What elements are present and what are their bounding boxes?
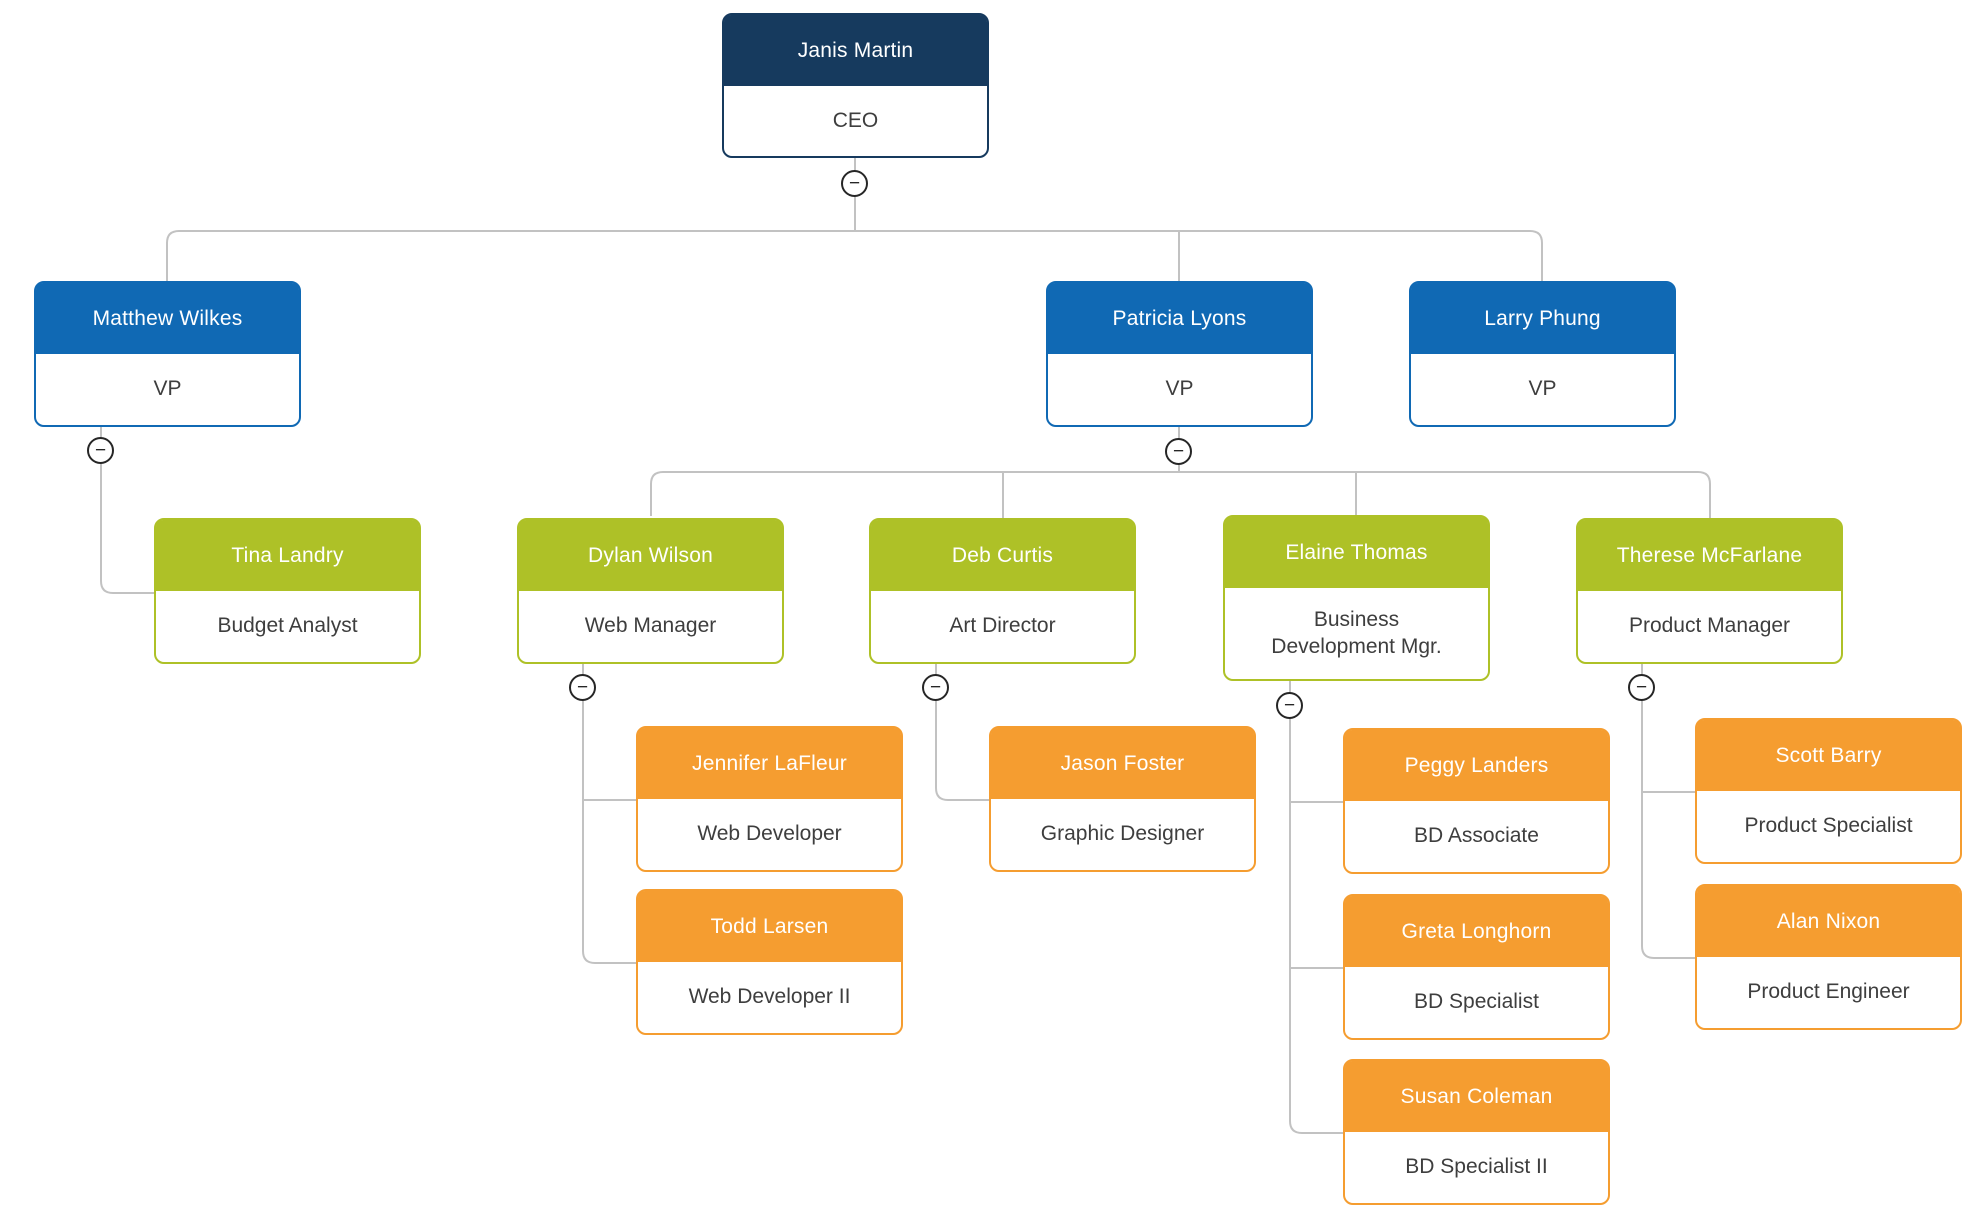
collapse-minus-icon: − — [1283, 694, 1296, 716]
collapse-button-patricia-lyons[interactable]: − — [1165, 438, 1192, 465]
org-node-larry-phung[interactable]: Larry Phung VP — [1409, 281, 1676, 427]
node-name: Tina Landry — [156, 520, 419, 591]
node-name: Patricia Lyons — [1048, 283, 1311, 354]
node-title: BD Associate — [1414, 824, 1539, 848]
node-name: Elaine Thomas — [1225, 517, 1488, 588]
org-node-therese-mcfarlane[interactable]: Therese McFarlane Product Manager — [1576, 518, 1843, 664]
node-title: VP — [153, 377, 182, 401]
org-node-matthew-wilkes[interactable]: Matthew Wilkes VP — [34, 281, 301, 427]
node-title: Graphic Designer — [1040, 822, 1205, 846]
org-node-tina-landry[interactable]: Tina Landry Budget Analyst — [154, 518, 421, 664]
collapse-minus-icon: − — [929, 676, 942, 698]
collapse-minus-icon: − — [94, 439, 107, 461]
node-title: Product Engineer — [1747, 980, 1910, 1004]
node-name: Jason Foster — [991, 728, 1254, 799]
node-title: Art Director — [949, 614, 1056, 638]
node-title: Product Specialist — [1744, 814, 1913, 838]
node-title: Web Manager — [584, 614, 717, 638]
collapse-button-janis-martin[interactable]: − — [841, 170, 868, 197]
org-node-todd-larsen[interactable]: Todd Larsen Web Developer II — [636, 889, 903, 1035]
node-name: Peggy Landers — [1345, 730, 1608, 801]
connector-ceo-children-bus — [166, 230, 1543, 281]
node-name: Susan Coleman — [1345, 1061, 1608, 1132]
connector-elaine-stem-susan — [1289, 681, 1343, 1134]
collapse-button-deb-curtis[interactable]: − — [922, 674, 949, 701]
org-node-alan-nixon[interactable]: Alan Nixon Product Engineer — [1695, 884, 1962, 1030]
collapse-button-elaine-thomas[interactable]: − — [1276, 692, 1303, 719]
node-title: BD Specialist — [1414, 990, 1539, 1014]
org-node-dylan-wilson[interactable]: Dylan Wilson Web Manager — [517, 518, 784, 664]
org-node-patricia-lyons[interactable]: Patricia Lyons VP — [1046, 281, 1313, 427]
node-title: BD Specialist II — [1405, 1155, 1548, 1179]
node-name: Todd Larsen — [638, 891, 901, 962]
node-name: Jennifer LaFleur — [638, 728, 901, 799]
node-name: Deb Curtis — [871, 520, 1134, 591]
node-title: Budget Analyst — [217, 614, 358, 638]
node-title: Web Developer — [697, 822, 842, 846]
connector-dylan-stem-todd — [582, 664, 636, 964]
connector-deb-stem-jason — [935, 664, 989, 801]
node-title: VP — [1165, 377, 1194, 401]
collapse-button-matthew-wilkes[interactable]: − — [87, 437, 114, 464]
collapse-minus-icon: − — [576, 676, 589, 698]
org-node-jennifer-lafleur[interactable]: Jennifer LaFleur Web Developer — [636, 726, 903, 872]
node-title: VP — [1528, 377, 1557, 401]
org-node-janis-martin[interactable]: Janis Martin CEO — [722, 13, 989, 158]
node-name: Dylan Wilson — [519, 520, 782, 591]
collapse-button-dylan-wilson[interactable]: − — [569, 674, 596, 701]
node-name: Matthew Wilkes — [36, 283, 299, 354]
collapse-button-therese-mcfarlane[interactable]: − — [1628, 674, 1655, 701]
node-name: Therese McFarlane — [1578, 520, 1841, 591]
node-title: Web Developer II — [688, 985, 851, 1009]
connector-matthew-stem-tina — [100, 427, 154, 594]
node-name: Greta Longhorn — [1345, 896, 1608, 967]
connector-patricia-children-bus — [650, 471, 1711, 518]
org-node-scott-barry[interactable]: Scott Barry Product Specialist — [1695, 718, 1962, 864]
node-name: Scott Barry — [1697, 720, 1960, 791]
org-node-susan-coleman[interactable]: Susan Coleman BD Specialist II — [1343, 1059, 1610, 1205]
org-node-jason-foster[interactable]: Jason Foster Graphic Designer — [989, 726, 1256, 872]
org-node-peggy-landers[interactable]: Peggy Landers BD Associate — [1343, 728, 1610, 874]
connector-therese-stem-alan — [1641, 664, 1695, 959]
collapse-minus-icon: − — [848, 172, 861, 194]
collapse-minus-icon: − — [1635, 676, 1648, 698]
node-title: Product Manager — [1628, 614, 1791, 638]
collapse-minus-icon: − — [1172, 440, 1185, 462]
org-node-greta-longhorn[interactable]: Greta Longhorn BD Specialist — [1343, 894, 1610, 1040]
node-title: CEO — [832, 108, 879, 132]
node-title: Business Development Mgr. — [1271, 608, 1442, 658]
node-name: Larry Phung — [1411, 283, 1674, 354]
node-name: Janis Martin — [724, 15, 987, 86]
org-node-deb-curtis[interactable]: Deb Curtis Art Director — [869, 518, 1136, 664]
node-name: Alan Nixon — [1697, 886, 1960, 957]
org-node-elaine-thomas[interactable]: Elaine Thomas Business Development Mgr. — [1223, 515, 1490, 681]
